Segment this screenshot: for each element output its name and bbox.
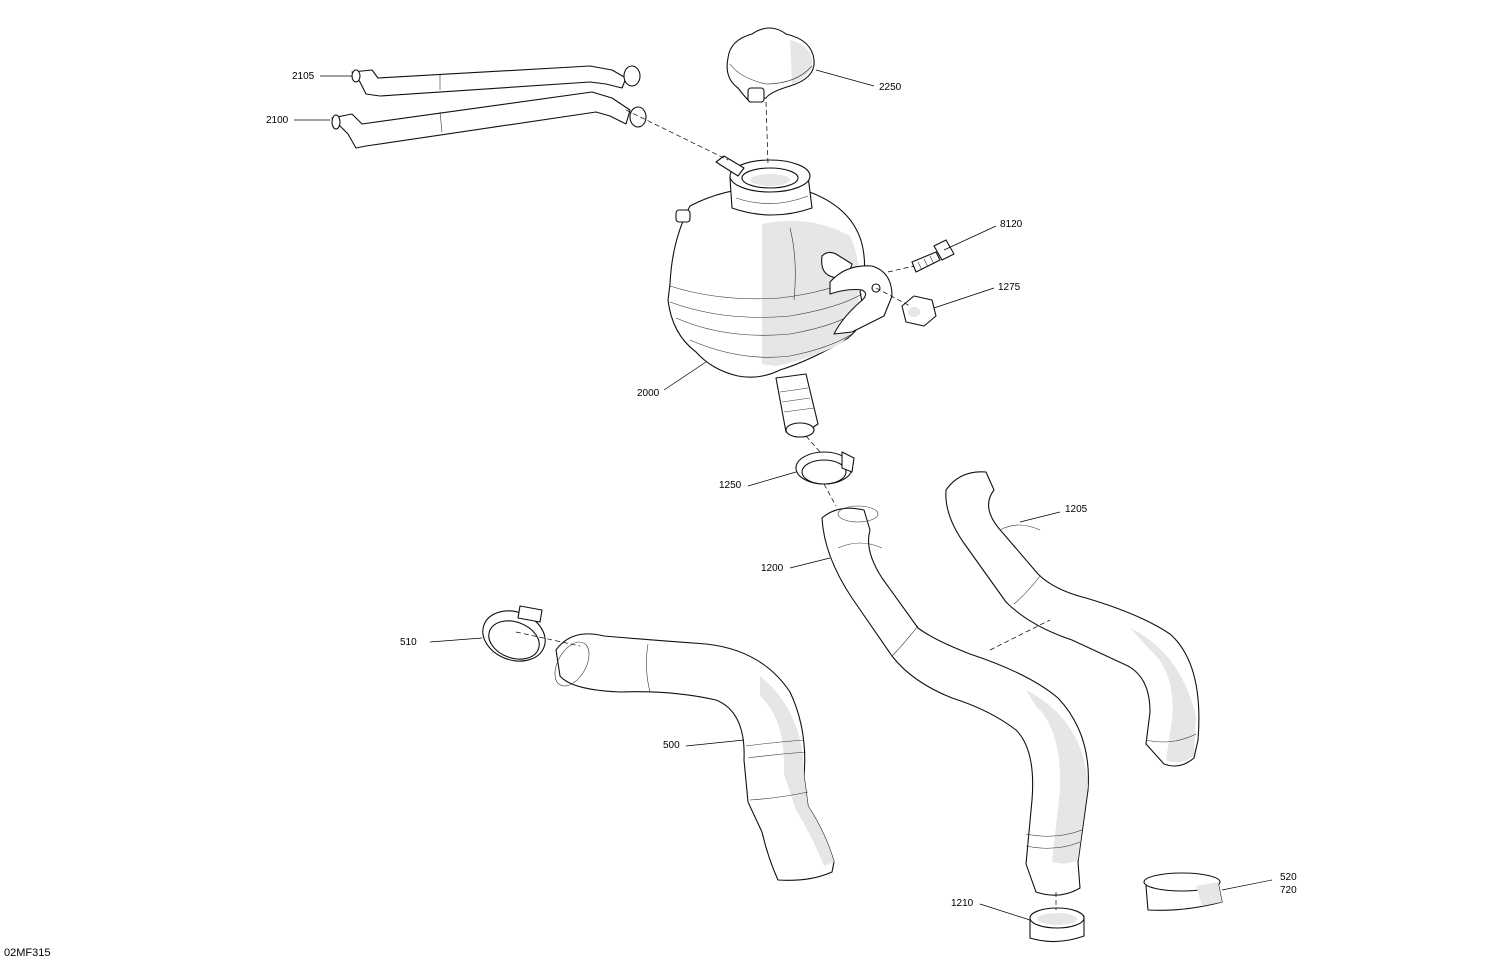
callout-1275: 1275 xyxy=(998,282,1021,293)
nut-1275[interactable] xyxy=(901,295,937,327)
callout-2100: 2100 xyxy=(266,115,289,126)
hose-500[interactable] xyxy=(548,633,835,881)
screw-8120[interactable] xyxy=(911,239,955,273)
clamp-1250[interactable] xyxy=(795,451,855,485)
callout-500: 500 xyxy=(663,740,680,751)
hose-1205[interactable] xyxy=(945,471,1200,767)
hose-2105[interactable] xyxy=(351,65,641,97)
callout-2000: 2000 xyxy=(637,388,660,399)
callout-1210: 1210 xyxy=(951,898,974,909)
callout-510: 510 xyxy=(400,637,417,648)
figure-id-label: 02MF315 xyxy=(4,947,51,959)
ring-1210[interactable] xyxy=(1029,907,1085,943)
callout-2250: 2250 xyxy=(879,82,902,93)
callout-8120: 8120 xyxy=(1000,219,1023,230)
callout-1250: 1250 xyxy=(719,480,742,491)
callout-520: 520 xyxy=(1280,872,1297,883)
clamp-510[interactable] xyxy=(476,603,553,670)
callout-2105: 2105 xyxy=(292,71,315,82)
callout-1200: 1200 xyxy=(761,563,784,574)
hose-1200[interactable] xyxy=(821,505,1089,896)
hose-2100[interactable] xyxy=(331,91,647,149)
reservoir-cap-2250[interactable] xyxy=(726,27,815,103)
sleeve-520-720[interactable] xyxy=(1143,872,1223,911)
callout-720: 720 xyxy=(1280,885,1297,896)
coolant-reservoir-2000[interactable] xyxy=(667,155,893,438)
callout-1205: 1205 xyxy=(1065,504,1088,515)
